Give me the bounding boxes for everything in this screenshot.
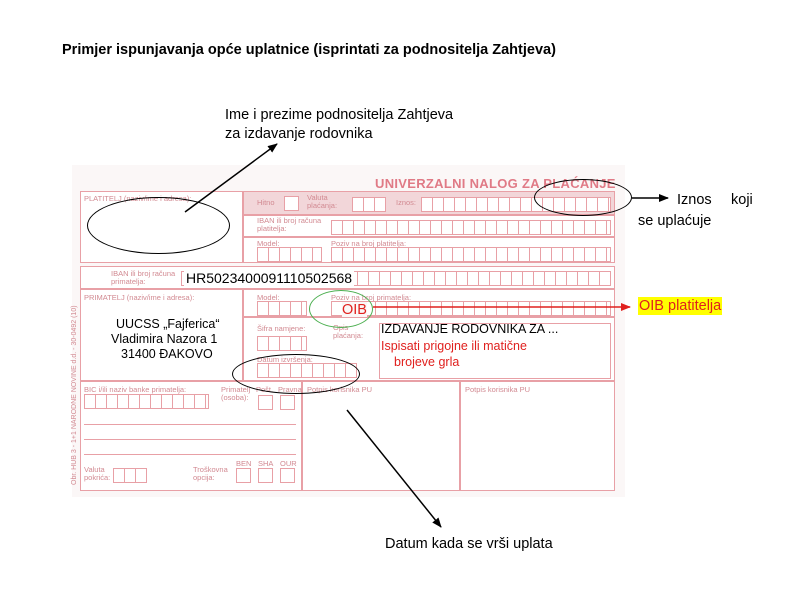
purpose-code-field[interactable] bbox=[257, 336, 307, 351]
method2-checkbox[interactable] bbox=[280, 395, 295, 410]
urgent-label: Hitno bbox=[257, 198, 275, 207]
recipient-city: 31400 ĐAKOVO bbox=[121, 347, 213, 361]
description-field[interactable] bbox=[379, 323, 611, 379]
payer-name-annotation-line1: Ime i prezime podnositelja Zahtjeva bbox=[225, 107, 454, 123]
purpose-code-label: Šifra namjene: bbox=[257, 324, 306, 333]
signature-label-2: Potpis korisnika PU bbox=[465, 385, 531, 394]
payer-name-highlight bbox=[87, 197, 230, 254]
recipient-name: UUCSS „Fajferica“ bbox=[116, 317, 220, 331]
method1-checkbox[interactable] bbox=[258, 395, 273, 410]
recipient-person-label: Primatelj (osoba): bbox=[221, 385, 251, 402]
description-note-line2: brojeve grla bbox=[394, 355, 460, 369]
page-title: Primjer ispunjavanja opće uplatnice (isp… bbox=[62, 42, 556, 58]
oib-payer-annotation: OIB platitelja bbox=[638, 297, 723, 315]
payer-reference-row: Model: Poziv na broj platitelja: bbox=[243, 237, 615, 263]
recipient-label: PRIMATELJ (naziv/ime i adresa): bbox=[84, 293, 195, 302]
amount-highlight bbox=[534, 179, 632, 216]
amount-annotation-line1: Iznos bbox=[677, 192, 712, 208]
ben-label: BEN bbox=[236, 459, 252, 468]
iban-recipient-value: HR5023400091110502568 bbox=[184, 270, 355, 286]
recipient-reference-field[interactable] bbox=[331, 301, 611, 316]
amount-label: Iznos: bbox=[396, 198, 417, 207]
recipient-model-label: Model: bbox=[257, 293, 280, 302]
description-value: IZDAVANJE RODOVNIKA ZA ... bbox=[381, 322, 559, 336]
amount-annotation-line2: se uplaćuje bbox=[638, 213, 712, 229]
our-checkbox[interactable] bbox=[280, 468, 295, 483]
form-side-text: Obr. HUB 3 - 1+1 NARODNE NOVINE d.d. - 3… bbox=[71, 305, 78, 485]
ben-checkbox[interactable] bbox=[236, 468, 251, 483]
iban-payer-row: IBAN ili broj računa platitelja: bbox=[243, 215, 615, 237]
recipient-reference-row: Model: Poziv na broj primatelja: bbox=[243, 289, 615, 317]
date-annotation: Datum kada se vrši uplata bbox=[385, 536, 553, 552]
sha-checkbox[interactable] bbox=[258, 468, 273, 483]
urgent-checkbox[interactable] bbox=[284, 196, 299, 211]
payer-name-annotation-line2: za izdavanje rodovnika bbox=[225, 126, 373, 142]
bic-label: BIC i/ili naziv banke primatelja: bbox=[84, 385, 187, 394]
iban-recipient-label: IBAN ili broj računa primatelja: bbox=[111, 269, 176, 286]
date-highlight bbox=[232, 354, 360, 394]
recipient-model-field[interactable] bbox=[257, 301, 307, 316]
costs-label: Troškovna opcija: bbox=[193, 465, 228, 482]
bic-line bbox=[84, 439, 296, 440]
cover-currency-label: Valuta pokrića: bbox=[84, 465, 111, 482]
description-note-line1: Ispisati prigojne ili matične bbox=[381, 339, 527, 353]
payer-model-label: Model: bbox=[257, 239, 280, 248]
amount-annotation-line1b: koji bbox=[731, 192, 753, 208]
cover-currency-field[interactable] bbox=[113, 468, 147, 483]
recipient-street: Vladimira Nazora 1 bbox=[111, 332, 218, 346]
bic-line bbox=[84, 424, 296, 425]
bic-block: BIC i/ili naziv banke primatelja: Primat… bbox=[80, 381, 302, 491]
signature-block-2: Potpis korisnika PU bbox=[460, 381, 615, 491]
bic-field[interactable] bbox=[84, 394, 209, 409]
sha-label: SHA bbox=[258, 459, 274, 468]
payer-reference-field[interactable] bbox=[331, 247, 611, 262]
our-label: OUR bbox=[280, 459, 297, 468]
signature-label-1: Potpis korisnika PU bbox=[307, 385, 373, 394]
recipient-reference-label: Poziv na broj primatelja: bbox=[331, 293, 412, 302]
recipient-block: PRIMATELJ (naziv/ime i adresa): UUCSS „F… bbox=[80, 289, 243, 381]
oib-highlight bbox=[309, 290, 373, 328]
bic-line bbox=[84, 454, 296, 455]
iban-payer-field[interactable] bbox=[331, 220, 611, 235]
currency-label: Valuta plaćanja: bbox=[307, 193, 338, 210]
iban-payer-label: IBAN ili broj računa platitelja: bbox=[257, 216, 322, 233]
currency-field[interactable] bbox=[352, 197, 386, 212]
signature-block-1: Potpis korisnika PU bbox=[302, 381, 460, 491]
payer-reference-label: Poziv na broj platitelja: bbox=[331, 239, 407, 248]
payer-model-field[interactable] bbox=[257, 247, 322, 262]
